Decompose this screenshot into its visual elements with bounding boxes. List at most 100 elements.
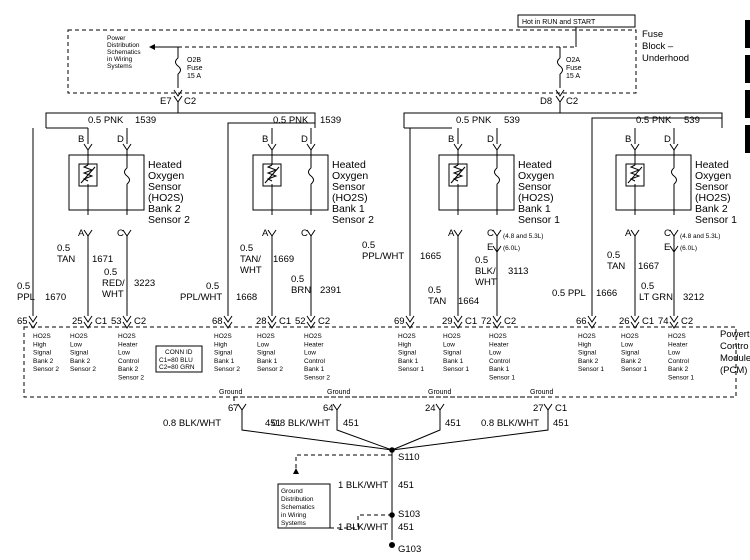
svg-text:Powert: Powert [720, 329, 750, 340]
svg-text:1 BLK/WHT: 1 BLK/WHT [338, 480, 388, 491]
svg-text:C1=80 BLU: C1=80 BLU [159, 357, 193, 364]
svg-text:C2: C2 [566, 96, 578, 107]
svg-text:Heater: Heater [118, 341, 138, 348]
edge-mark [745, 20, 750, 48]
svg-text:D8: D8 [540, 96, 552, 107]
svg-text:C2: C2 [184, 96, 196, 107]
svg-text:Contro: Contro [720, 341, 749, 352]
svg-text:539: 539 [504, 115, 520, 126]
conn-id-box: CONN ID C1=80 BLU C2=80 GRN [155, 345, 203, 373]
svg-text:D: D [117, 134, 124, 145]
svg-text:D: D [301, 134, 308, 145]
svg-text:72: 72 [481, 316, 492, 327]
svg-text:Sensor 1: Sensor 1 [443, 366, 469, 373]
svg-text:WHT: WHT [475, 277, 497, 288]
svg-text:451: 451 [343, 418, 359, 429]
svg-text:A: A [625, 228, 632, 239]
edge-mark [745, 125, 750, 153]
svg-text:Control: Control [304, 358, 326, 365]
svg-text:D: D [664, 134, 671, 145]
svg-text:1667: 1667 [638, 261, 659, 272]
svg-text:HO2S: HO2S [257, 333, 275, 340]
svg-text:52: 52 [295, 316, 306, 327]
svg-text:(6.0L): (6.0L) [680, 245, 697, 252]
svg-text:66: 66 [576, 316, 587, 327]
svg-text:Module: Module [720, 353, 750, 364]
svg-text:69: 69 [394, 316, 405, 327]
svg-text:2391: 2391 [320, 285, 341, 296]
svg-text:HO2S: HO2S [621, 333, 639, 340]
svg-text:Bank 1: Bank 1 [214, 358, 235, 365]
svg-text:PPL/WHT: PPL/WHT [180, 292, 222, 303]
svg-text:C1: C1 [279, 316, 291, 327]
svg-text:HO2S: HO2S [489, 333, 507, 340]
svg-text:Bank 2: Bank 2 [70, 358, 91, 365]
svg-text:Low: Low [489, 350, 501, 357]
svg-text:Low: Low [70, 341, 82, 348]
svg-text:3223: 3223 [134, 278, 155, 289]
svg-text:WHT: WHT [102, 289, 124, 300]
svg-text:HO2S: HO2S [214, 333, 232, 340]
svg-text:65: 65 [17, 316, 28, 327]
svg-text:Oxygen: Oxygen [148, 170, 184, 182]
svg-text:(HO2S): (HO2S) [332, 192, 368, 204]
svg-text:Bank 2: Bank 2 [118, 366, 139, 373]
svg-text:PPL: PPL [17, 292, 35, 303]
svg-text:Oxygen: Oxygen [695, 170, 731, 182]
svg-text:Low: Low [304, 350, 316, 357]
svg-text:3113: 3113 [508, 266, 528, 277]
svg-text:in Wiring: in Wiring [107, 56, 133, 63]
svg-text:29: 29 [442, 316, 453, 327]
svg-text:Low: Low [118, 350, 130, 357]
svg-text:1668: 1668 [236, 292, 257, 303]
svg-text:S103: S103 [398, 509, 420, 520]
svg-text:B: B [78, 134, 84, 145]
svg-text:Signal: Signal [257, 350, 276, 357]
edge-mark [745, 90, 750, 118]
svg-text:539: 539 [684, 115, 700, 126]
svg-text:HO2S: HO2S [668, 333, 686, 340]
svg-text:1 BLK/WHT: 1 BLK/WHT [338, 522, 388, 533]
svg-text:HO2S: HO2S [398, 333, 416, 340]
svg-text:A: A [448, 228, 455, 239]
svg-text:E7: E7 [160, 96, 172, 107]
pcm-label: Powert Contro Module (PCM) [720, 329, 750, 376]
svg-text:74: 74 [658, 316, 669, 327]
svg-text:TAN: TAN [57, 254, 75, 265]
svg-text:High: High [578, 341, 592, 348]
svg-text:64: 64 [323, 403, 334, 414]
svg-text:Fuse: Fuse [642, 29, 663, 40]
svg-text:(HO2S): (HO2S) [148, 192, 184, 204]
svg-text:Low: Low [257, 341, 269, 348]
svg-text:Sensor 2: Sensor 2 [33, 366, 59, 373]
svg-text:Systems: Systems [281, 520, 307, 527]
svg-text:S110: S110 [398, 452, 419, 463]
svg-text:Sensor 1: Sensor 1 [489, 375, 515, 382]
svg-text:Schematics: Schematics [107, 49, 141, 56]
svg-text:26: 26 [619, 316, 630, 327]
svg-text:Signal: Signal [33, 350, 52, 357]
svg-text:Block –: Block – [642, 41, 674, 52]
svg-text:0.5: 0.5 [206, 281, 219, 292]
edge-mark [745, 55, 750, 83]
svg-text:HO2S: HO2S [118, 333, 136, 340]
svg-text:Heated: Heated [695, 159, 729, 171]
svg-text:TAN: TAN [428, 296, 446, 307]
svg-text:BLK/: BLK/ [475, 266, 496, 277]
svg-text:451: 451 [553, 418, 569, 429]
svg-text:451: 451 [398, 480, 414, 491]
svg-text:(HO2S): (HO2S) [518, 192, 554, 204]
svg-text:HO2S: HO2S [70, 333, 88, 340]
